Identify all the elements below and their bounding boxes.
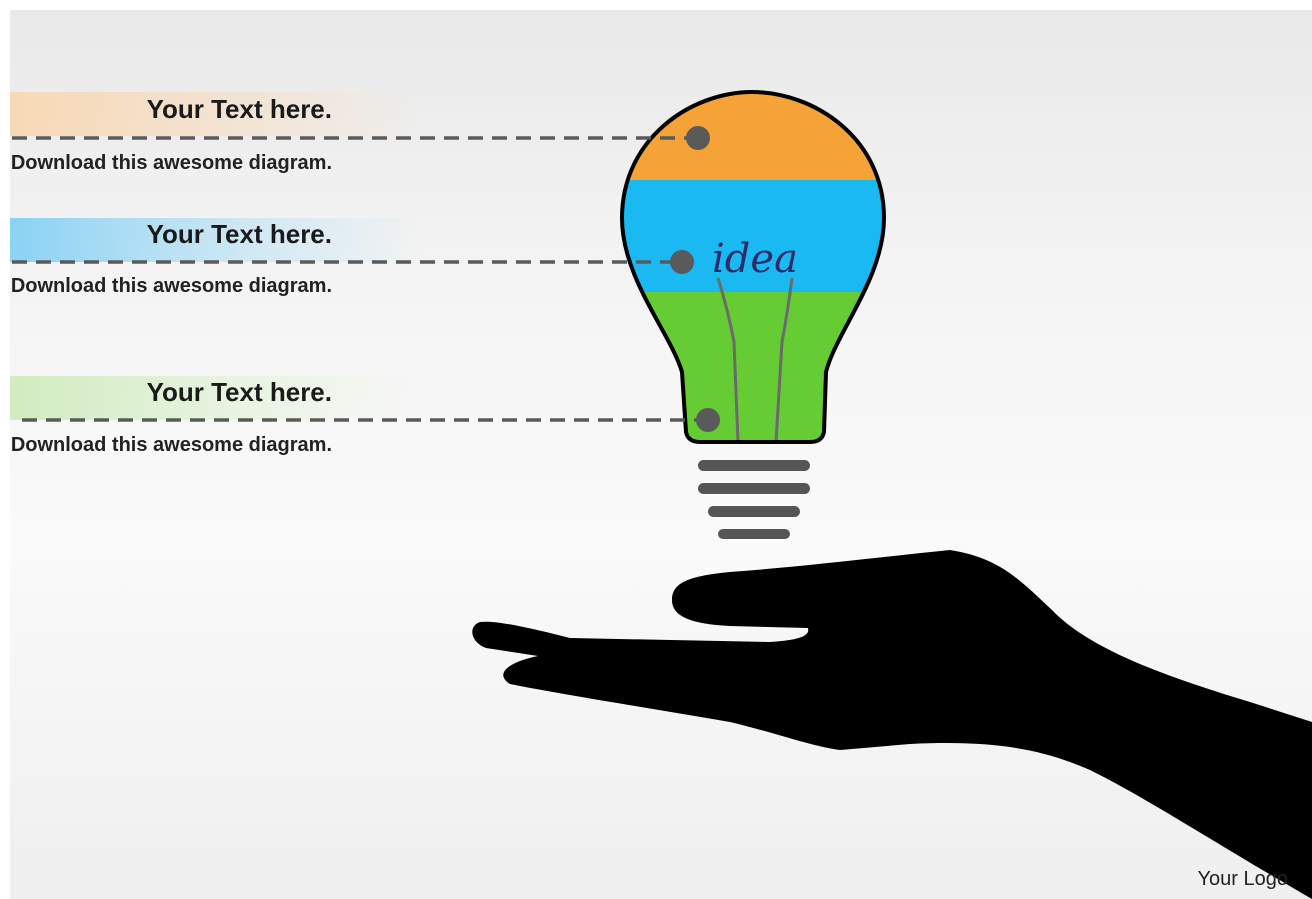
- hand-silhouette: [472, 550, 1312, 899]
- base-stripe-2: [698, 483, 810, 494]
- bulb-base: [698, 460, 810, 539]
- connector-dot-3: [696, 408, 720, 432]
- item-3-heading: Your Text here.: [12, 377, 332, 408]
- base-stripe-4: [718, 529, 790, 539]
- connector-dot-2: [670, 250, 694, 274]
- connector-dot-1: [686, 126, 710, 150]
- item-2-heading: Your Text here.: [12, 219, 332, 250]
- slide: idea Your Text here. Download this aweso…: [10, 10, 1312, 899]
- base-stripe-3: [708, 506, 800, 517]
- logo-text: Your Logo: [1198, 868, 1288, 891]
- item-2-body: Download this awesome diagram.: [10, 269, 332, 304]
- bulb-section-orange: [610, 80, 900, 180]
- item-1-body: Download this awesome diagram.: [10, 146, 332, 181]
- item-3-body: Download this awesome diagram.: [10, 428, 332, 463]
- base-stripe-1: [698, 460, 810, 471]
- item-1-heading: Your Text here.: [12, 94, 332, 125]
- bulb-idea-label: idea: [712, 236, 798, 282]
